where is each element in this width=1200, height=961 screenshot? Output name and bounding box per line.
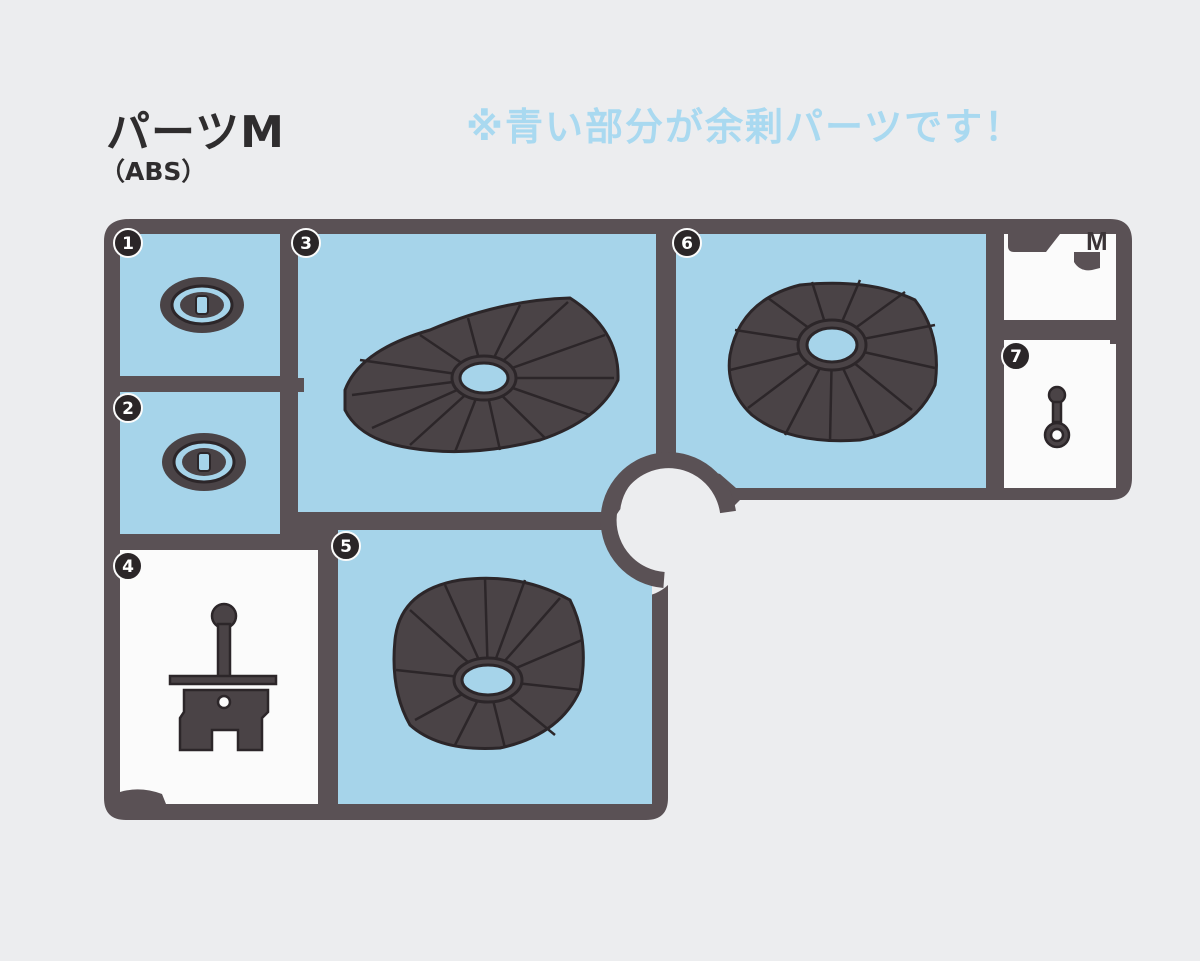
part-5-skirt: [392, 576, 585, 750]
svg-text:2: 2: [122, 399, 134, 419]
part-number-4: 4: [113, 551, 143, 581]
part-4-connector: [168, 602, 278, 752]
part-7-peg: [1043, 385, 1071, 449]
runner-gate: [290, 378, 304, 392]
sprue-notch: [620, 465, 720, 565]
part-number-1: 1: [113, 228, 143, 258]
part-number-5: 5: [331, 531, 361, 561]
svg-text:7: 7: [1010, 347, 1022, 367]
part-number-7: 7: [1001, 341, 1031, 371]
part-6-skirt: [727, 279, 938, 443]
svg-text:1: 1: [122, 234, 134, 254]
runner-corner: [120, 789, 166, 804]
part-number-6: 6: [672, 228, 702, 258]
part-number-3: 3: [291, 228, 321, 258]
page-title: パーツM: [106, 107, 285, 158]
svg-text:6: 6: [681, 234, 693, 254]
m-tag-block: [1074, 252, 1100, 271]
m-tag-corner: [1008, 234, 1060, 252]
part-1-ring: [160, 277, 244, 333]
svg-text:4: 4: [122, 557, 134, 577]
part-3-skirt: [343, 296, 620, 454]
part-number-2: 2: [113, 393, 143, 423]
sprue-tag-m: M: [1086, 226, 1108, 256]
runner-gate: [1110, 330, 1128, 344]
surplus-note: ※青い部分が余剰パーツです！: [466, 105, 1025, 149]
part-2-ring: [162, 433, 246, 491]
svg-text:5: 5: [340, 537, 352, 557]
sprue-notch-ring: [600, 452, 736, 588]
material-label: （ABS）: [100, 157, 207, 186]
svg-text:3: 3: [300, 234, 312, 254]
